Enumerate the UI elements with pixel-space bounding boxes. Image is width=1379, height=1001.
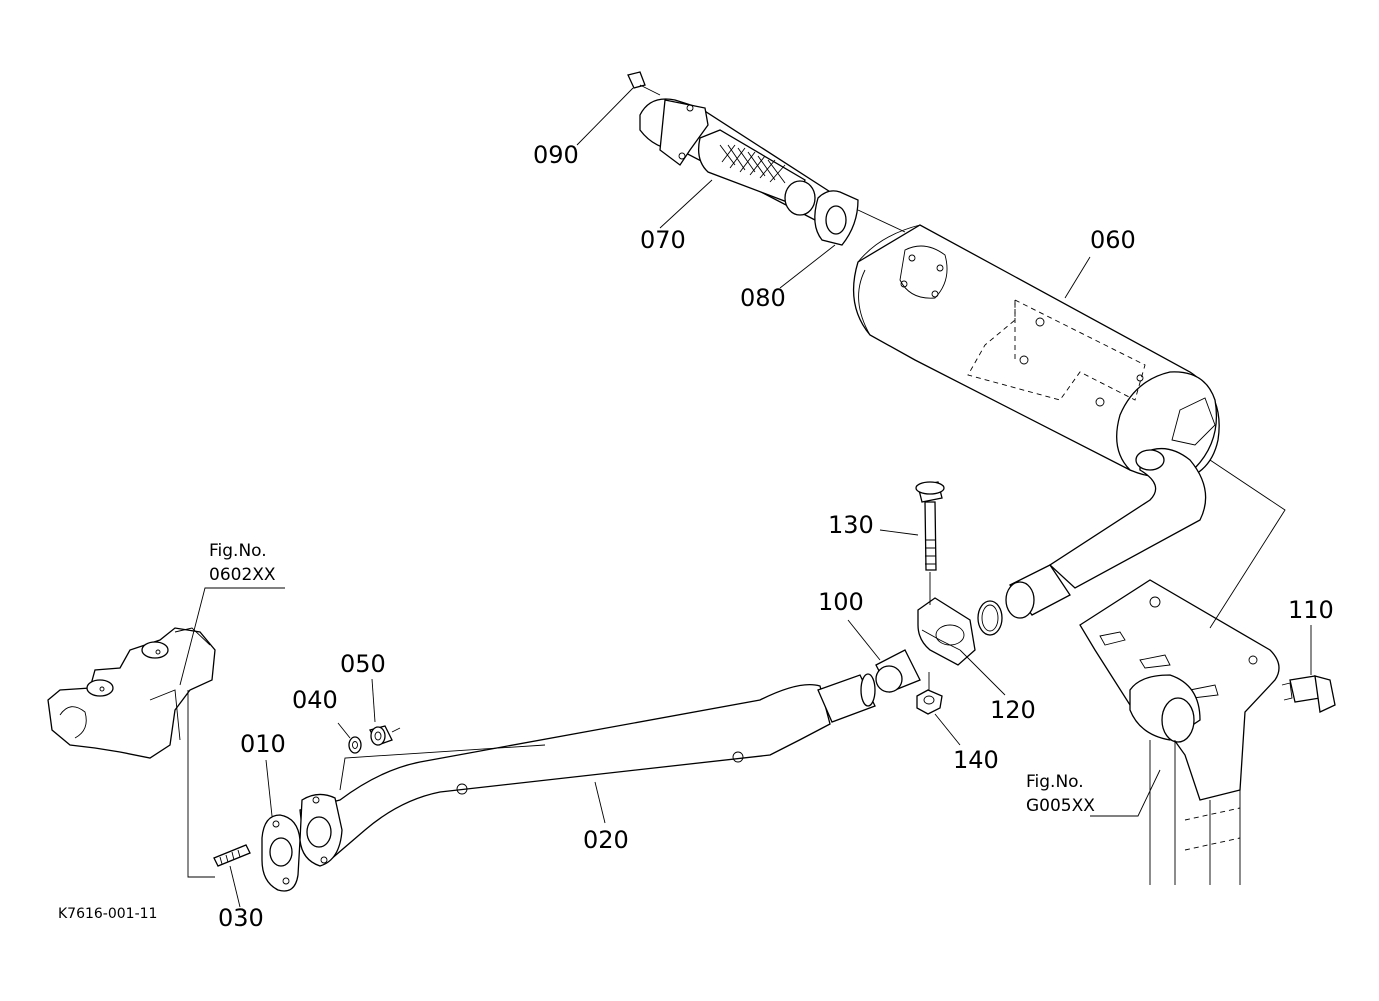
fig-ref-manifold-line1: Fig.No. [209, 541, 267, 561]
gasket-080 [814, 190, 859, 246]
callout-110: 110 [1288, 596, 1334, 624]
sleeve-100 [875, 649, 921, 693]
screw-090 [627, 71, 661, 96]
callout-120: 120 [990, 696, 1036, 724]
fig-ref-bracket-line1: Fig.No. [1026, 772, 1084, 792]
drain-plug-110 [1281, 675, 1336, 713]
stud-030 [213, 844, 251, 867]
callout-100: 100 [818, 588, 864, 616]
callout-030: 030 [218, 904, 264, 932]
tail-pipe-mesh [719, 144, 786, 184]
exhaust-pipe-020 [299, 673, 876, 867]
callout-010: 010 [240, 730, 286, 758]
callout-060: 060 [1090, 226, 1136, 254]
callout-080: 080 [740, 284, 786, 312]
nut-050 [369, 725, 401, 746]
callout-050: 050 [340, 650, 386, 678]
nut-140 [916, 672, 943, 715]
engine-manifold [47, 627, 216, 759]
muffler-bracket [1079, 579, 1280, 885]
callout-090: 090 [533, 141, 579, 169]
callout-070: 070 [640, 226, 686, 254]
tail-pipe-070 [639, 98, 836, 221]
clamp-120 [917, 597, 976, 666]
fig-ref-manifold-line2: 0602XX [209, 565, 276, 585]
bolt-130 [915, 481, 945, 605]
pipe-gasket-ring [977, 600, 1003, 636]
callout-140: 140 [953, 746, 999, 774]
callout-040: 040 [292, 686, 338, 714]
muffler-060 [852, 224, 1220, 619]
callout-020: 020 [583, 826, 629, 854]
drawing-code: K7616-001-11 [58, 906, 157, 922]
fig-ref-bracket-line2: G005XX [1026, 796, 1095, 816]
callout-130: 130 [828, 511, 874, 539]
gasket-010 [261, 814, 301, 892]
washer-040 [348, 736, 362, 754]
